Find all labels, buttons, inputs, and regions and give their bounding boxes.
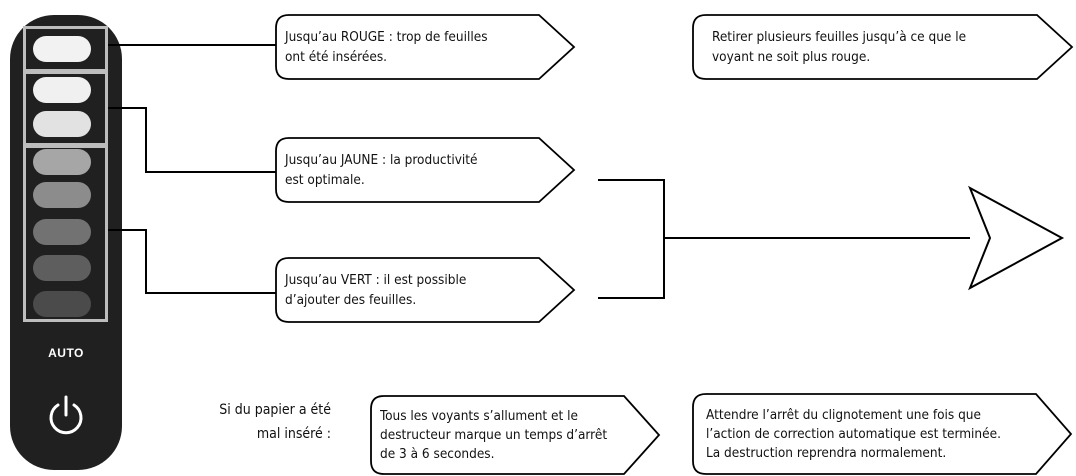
yellow-indicator-light-2 — [33, 111, 91, 137]
misfeed-result-line1: Tous les voyants s’allument et le — [380, 407, 578, 424]
yellow-level-callout: Jusqu’au JAUNE : la productivité est opt… — [275, 137, 577, 203]
misfeed-result-callout: Tous les voyants s’allument et le destru… — [370, 395, 662, 475]
yellow-indicator-light-1 — [33, 77, 91, 103]
misfeed-result-line2: destructeur marque un temps d’arrêt — [380, 426, 608, 443]
green-indicator-light-1 — [33, 149, 91, 175]
misfeed-action-line2: l’action de correction automatique est t… — [706, 425, 1001, 442]
misfeed-action-line1: Attendre l’arrêt du clignotement une foi… — [706, 406, 981, 423]
misfeed-action-callout: Attendre l’arrêt du clignotement une foi… — [692, 393, 1074, 475]
red-action-text-line2: voyant ne soit plus rouge. — [712, 49, 871, 65]
green-level-text-line1: Jusqu’au VERT : il est possible — [285, 272, 467, 288]
red-zone-frame — [23, 26, 108, 72]
auto-mode-label: AUTO — [48, 346, 84, 360]
green-connector — [108, 229, 276, 294]
misfeed-label-line2: mal inséré : — [256, 426, 331, 442]
green-zone-frame — [23, 145, 108, 322]
green-indicator-light-5 — [33, 291, 91, 317]
green-level-callout: Jusqu’au VERT : il est possible d’ajoute… — [275, 257, 577, 323]
green-indicator-light-3 — [33, 219, 91, 245]
right-arrow-icon — [968, 185, 1065, 291]
yellow-zone-frame — [23, 71, 108, 146]
red-action-callout: Retirer plusieurs feuilles jusqu’à ce qu… — [692, 14, 1075, 80]
red-level-text-line1: Jusqu’au ROUGE : trop de feuilles — [285, 29, 488, 45]
misfeed-result-line3: de 3 à 6 secondes. — [380, 445, 495, 462]
power-icon[interactable] — [43, 393, 89, 439]
merge-bracket-connector — [598, 179, 665, 299]
green-indicator-light-4 — [33, 255, 91, 281]
green-indicator-light-2 — [33, 182, 91, 208]
yellow-level-text-line2: est optimale. — [285, 172, 365, 188]
misfeed-label: Si du papier a été mal inséré : — [175, 398, 331, 446]
misfeed-action-line3: La destruction reprendra normalement. — [706, 444, 947, 461]
green-level-text-line2: d’ajouter des feuilles. — [285, 292, 417, 308]
red-level-text-line2: ont été insérées. — [285, 49, 388, 65]
red-action-text-line1: Retirer plusieurs feuilles jusqu’à ce qu… — [712, 29, 967, 45]
misfeed-label-line1: Si du papier a été — [219, 402, 331, 418]
yellow-level-text-line1: Jusqu’au JAUNE : la productivité — [285, 152, 478, 168]
red-indicator-light — [33, 36, 91, 62]
yellow-connector — [108, 107, 276, 173]
red-level-callout: Jusqu’au ROUGE : trop de feuilles ont ét… — [275, 14, 577, 80]
